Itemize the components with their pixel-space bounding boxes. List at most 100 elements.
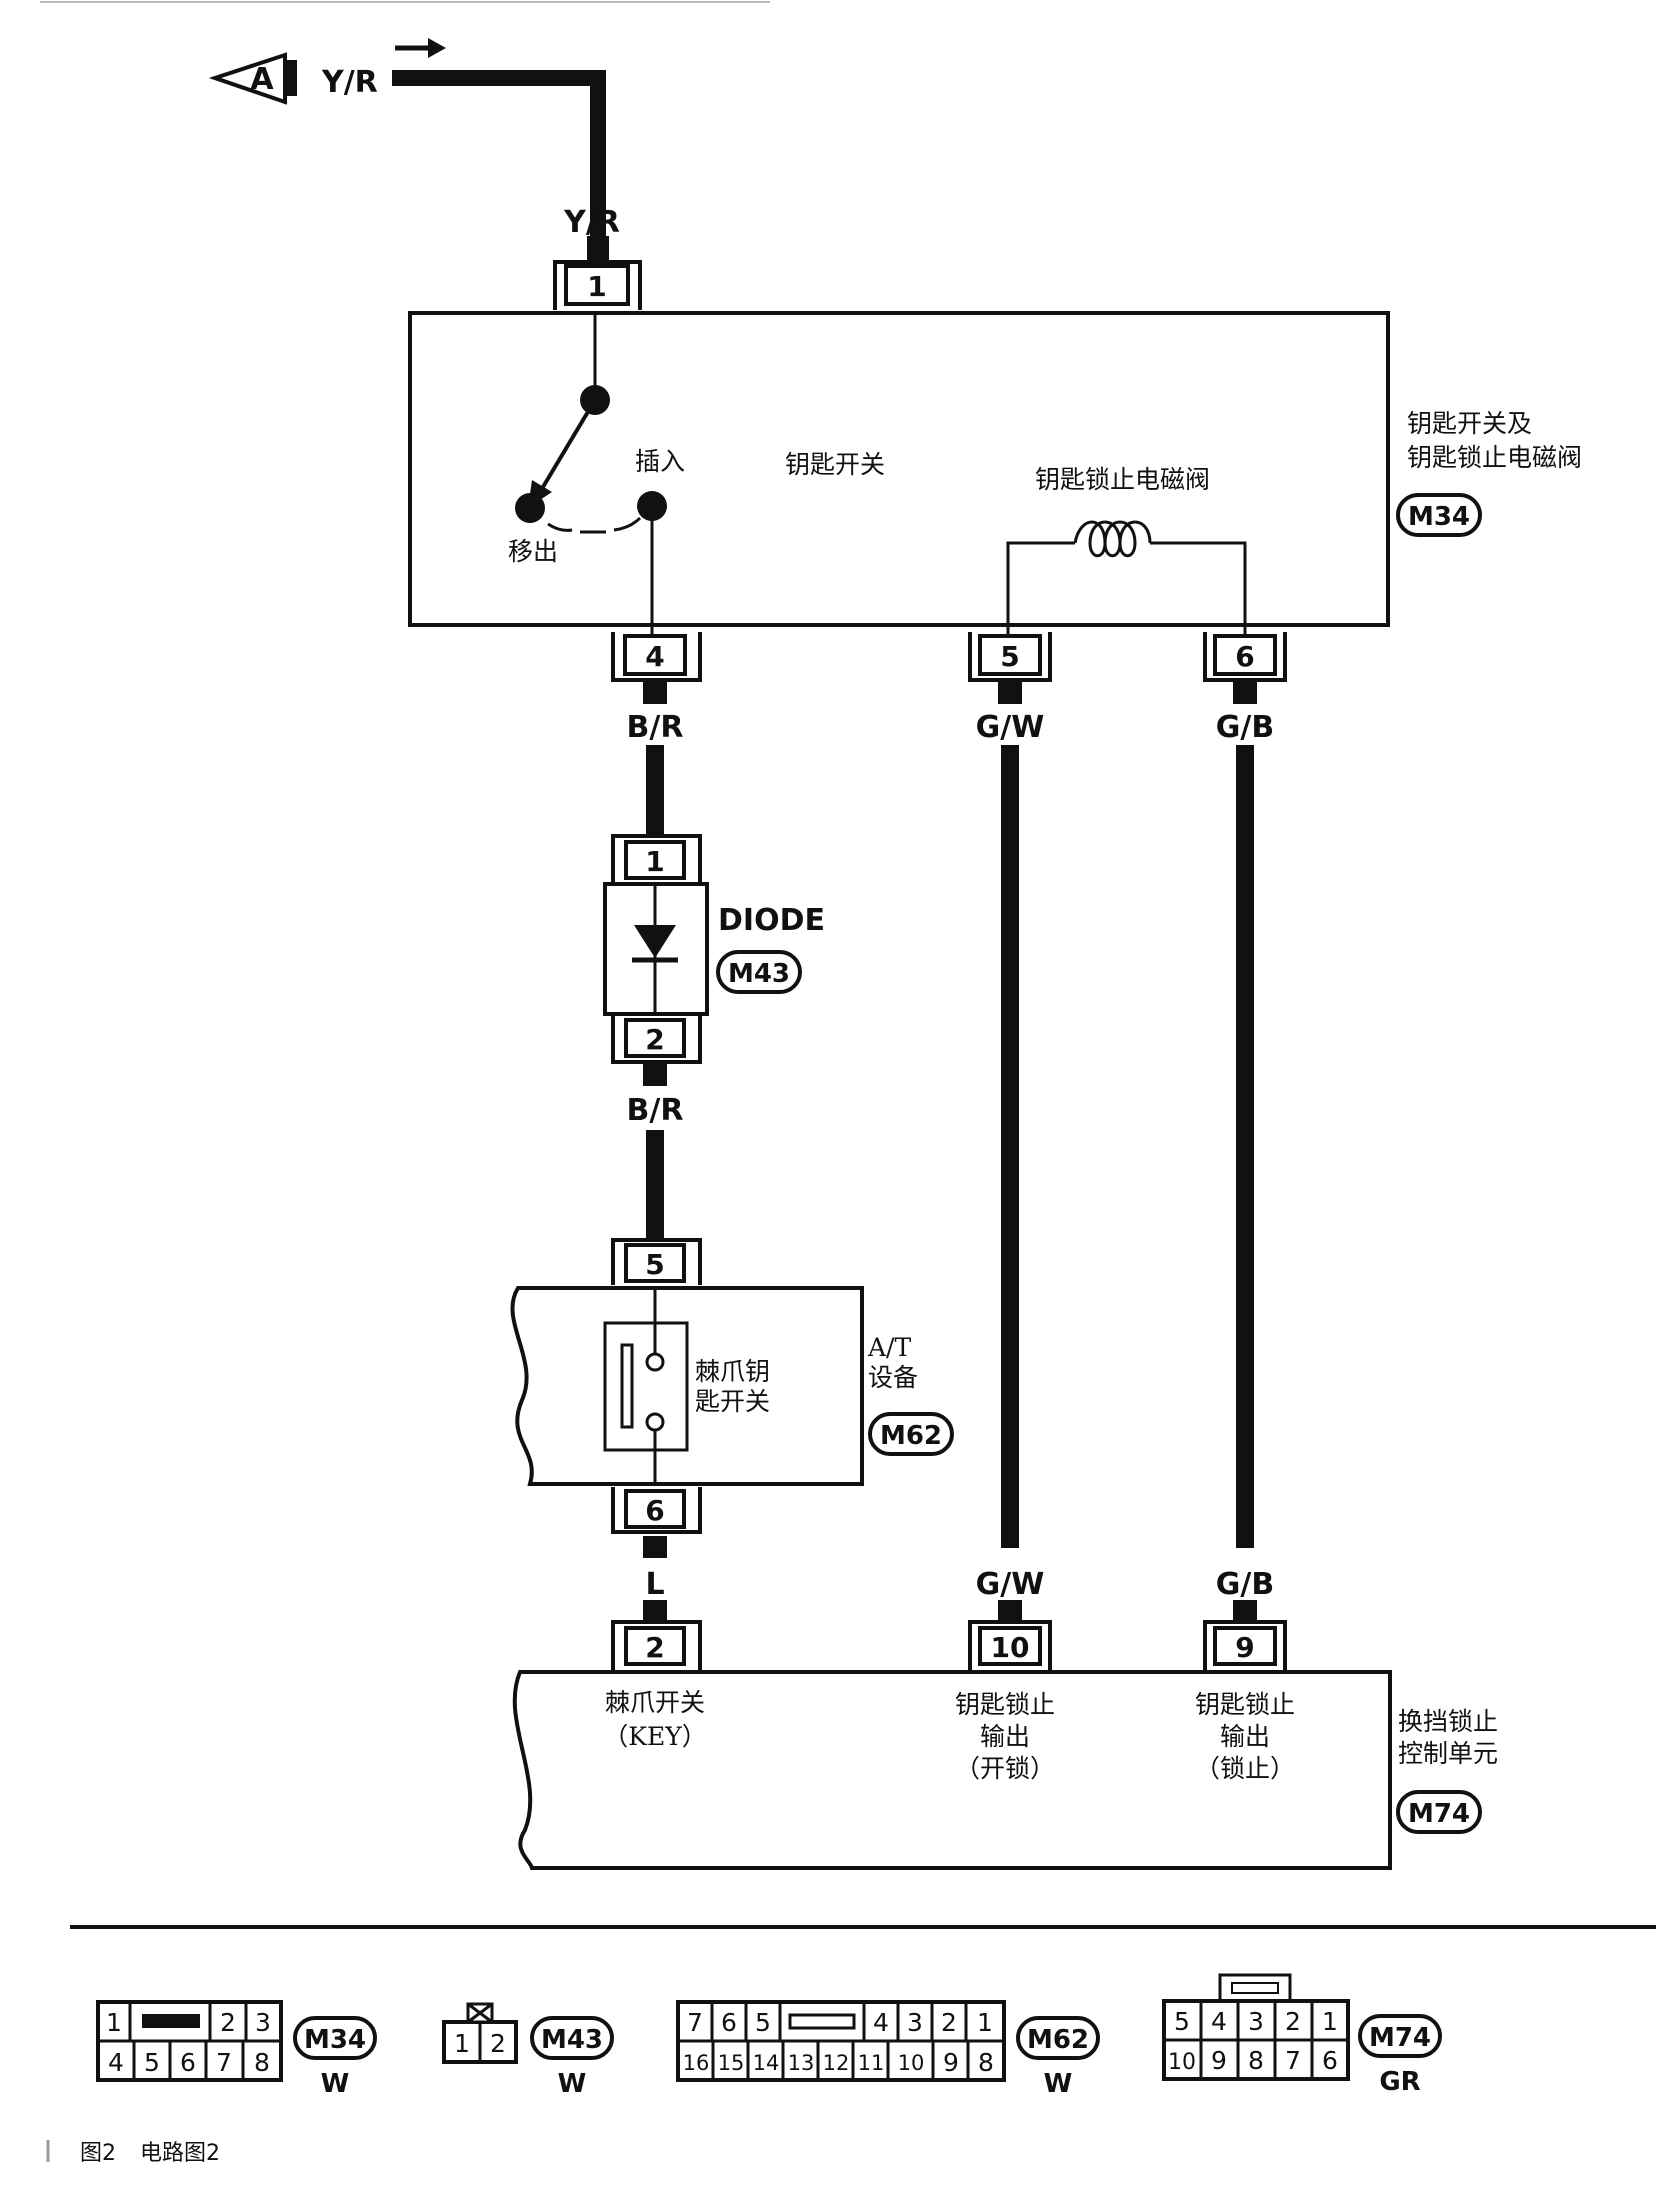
svg-text:5: 5 <box>645 1248 664 1281</box>
svg-text:16: 16 <box>683 2051 710 2075</box>
svg-text:2: 2 <box>220 2008 236 2037</box>
svg-text:7: 7 <box>1285 2046 1301 2075</box>
svg-text:M34: M34 <box>304 2025 366 2055</box>
svg-text:6: 6 <box>1235 640 1254 673</box>
m62-name-line1: A/T <box>867 1333 911 1362</box>
m74-term9-label-3: （锁止） <box>1195 1754 1295 1783</box>
m62-code-badge: M62 <box>868 1412 954 1456</box>
legend-connector-m34: 1 2 3 4 5 6 7 8 M34 W <box>96 2000 377 2099</box>
svg-text:13: 13 <box>788 2051 815 2075</box>
svg-text:6: 6 <box>180 2048 196 2077</box>
m34-pin-5: 5 <box>968 632 1052 704</box>
m74-pin-2: 2 <box>611 1620 702 1670</box>
m62-pin-5: 5 <box>611 1238 702 1285</box>
m74-pin-9: 9 <box>1203 1620 1287 1670</box>
svg-text:M34: M34 <box>1408 502 1470 532</box>
legend-connector-m62: 7 6 5 4 3 2 1 16 15 14 13 12 11 10 9 8 M… <box>676 2000 1100 2099</box>
svg-text:W: W <box>558 2069 587 2099</box>
switch-remove-label: 移出 <box>508 537 558 566</box>
m74-term9-label-2: 输出 <box>1220 1722 1270 1751</box>
svg-text:5: 5 <box>144 2048 160 2077</box>
svg-text:M62: M62 <box>880 1421 942 1451</box>
wire-color-b-r-2: B/R <box>627 1093 684 1128</box>
svg-text:6: 6 <box>721 2008 737 2037</box>
wire-color-top-left: Y/R <box>321 65 378 100</box>
svg-text:W: W <box>1044 2069 1073 2099</box>
svg-text:W: W <box>321 2069 350 2099</box>
m74-term2-label-1: 棘爪开关 <box>605 1688 705 1717</box>
arrow-ref-label: A <box>250 62 274 97</box>
pawl-switch-label-1: 棘爪钥 <box>695 1357 770 1386</box>
svg-text:8: 8 <box>254 2048 270 2077</box>
svg-text:14: 14 <box>753 2051 780 2075</box>
wire-color-g-b-1: G/B <box>1216 710 1274 745</box>
connector-a-arrow: A <box>208 52 297 105</box>
svg-text:M62: M62 <box>1027 2025 1089 2055</box>
m43-pin-2: 2 <box>611 1016 702 1086</box>
wire-color-g-w-2: G/W <box>976 1567 1045 1602</box>
m74-term2-label-2: （KEY） <box>603 1722 706 1751</box>
svg-text:5: 5 <box>755 2008 771 2037</box>
svg-text:1: 1 <box>106 2008 122 2037</box>
terminal-stub <box>643 1600 667 1620</box>
legend-connector-m74: 5 4 3 2 1 10 9 8 7 6 M74 GR <box>1162 1973 1442 2097</box>
m34-key-switch-box <box>408 311 1390 627</box>
m62-pin-6: 6 <box>611 1487 702 1558</box>
m74-name-line2: 控制单元 <box>1398 1739 1498 1768</box>
svg-text:4: 4 <box>645 640 664 673</box>
m34-pin-1: 1 <box>553 260 642 310</box>
m74-term9-label-1: 钥匙锁止 <box>1195 1690 1295 1719</box>
svg-text:4: 4 <box>873 2008 889 2037</box>
svg-text:7: 7 <box>216 2048 232 2077</box>
svg-text:10: 10 <box>991 1631 1030 1664</box>
svg-text:3: 3 <box>907 2008 923 2037</box>
svg-text:2: 2 <box>645 1631 664 1664</box>
svg-text:2: 2 <box>941 2008 957 2037</box>
svg-text:4: 4 <box>1211 2007 1227 2036</box>
m34-pin-6: 6 <box>1203 632 1287 704</box>
svg-text:1: 1 <box>454 2029 470 2058</box>
svg-text:9: 9 <box>1235 1631 1254 1664</box>
svg-text:M74: M74 <box>1369 2023 1431 2053</box>
svg-text:1: 1 <box>977 2008 993 2037</box>
wire-color-g-b-2: G/B <box>1216 1567 1274 1602</box>
m74-term10-label-2: 输出 <box>980 1722 1030 1751</box>
svg-text:8: 8 <box>978 2048 994 2077</box>
solenoid-label: 钥匙锁止电磁阀 <box>1035 465 1210 494</box>
direction-arrow-icon <box>395 38 446 58</box>
svg-text:10: 10 <box>1168 2050 1196 2075</box>
caption-figure-number: 图2 <box>80 2141 116 2166</box>
m74-code-badge: M74 <box>1396 1790 1482 1834</box>
m74-term10-label-3: （开锁） <box>955 1754 1055 1783</box>
terminal-stub <box>587 236 609 260</box>
svg-text:M43: M43 <box>541 2025 603 2055</box>
svg-text:4: 4 <box>108 2048 124 2077</box>
m43-code-badge: M43 <box>716 950 802 994</box>
pawl-key-switch-symbol <box>603 1288 689 1484</box>
svg-text:M74: M74 <box>1408 1799 1470 1829</box>
svg-text:1: 1 <box>645 845 664 878</box>
svg-text:5: 5 <box>1000 640 1019 673</box>
m43-pin-1: 1 <box>611 834 702 882</box>
m34-name-line1: 钥匙开关及 <box>1407 409 1532 438</box>
svg-text:12: 12 <box>823 2051 850 2075</box>
wire-color-y-r-pin1: Y/R <box>563 205 620 240</box>
svg-text:2: 2 <box>490 2029 506 2058</box>
solenoid-coil-symbol <box>1006 520 1247 640</box>
svg-text:7: 7 <box>687 2008 703 2037</box>
key-switch-symbol <box>515 313 667 640</box>
terminal-stub <box>1233 1600 1257 1620</box>
legend-connector-m43: 1 2 M43 W <box>442 2002 614 2099</box>
wire-color-l: L <box>645 1567 664 1602</box>
m74-shift-lock-unit-box <box>512 1670 1392 1870</box>
m74-pin-10: 10 <box>968 1620 1052 1670</box>
svg-text:10: 10 <box>898 2051 925 2075</box>
svg-text:9: 9 <box>943 2048 959 2077</box>
terminal-stub <box>998 1600 1022 1620</box>
svg-text:6: 6 <box>645 1494 664 1527</box>
svg-text:3: 3 <box>255 2008 271 2037</box>
diode-name-label: DIODE <box>718 903 825 938</box>
m62-name-line2: 设备 <box>868 1363 918 1392</box>
svg-text:1: 1 <box>1322 2007 1338 2036</box>
